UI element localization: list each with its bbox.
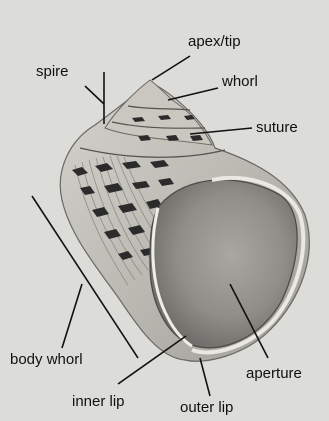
label-outer-lip: outer lip bbox=[180, 400, 233, 415]
label-spire: spire bbox=[36, 64, 69, 79]
label-aperture: aperture bbox=[246, 366, 302, 381]
label-whorl: whorl bbox=[222, 74, 258, 89]
label-inner-lip: inner lip bbox=[72, 394, 125, 409]
label-suture: suture bbox=[256, 120, 298, 135]
label-apex: apex/tip bbox=[188, 34, 241, 49]
label-body-whorl: body whorl bbox=[10, 352, 83, 367]
